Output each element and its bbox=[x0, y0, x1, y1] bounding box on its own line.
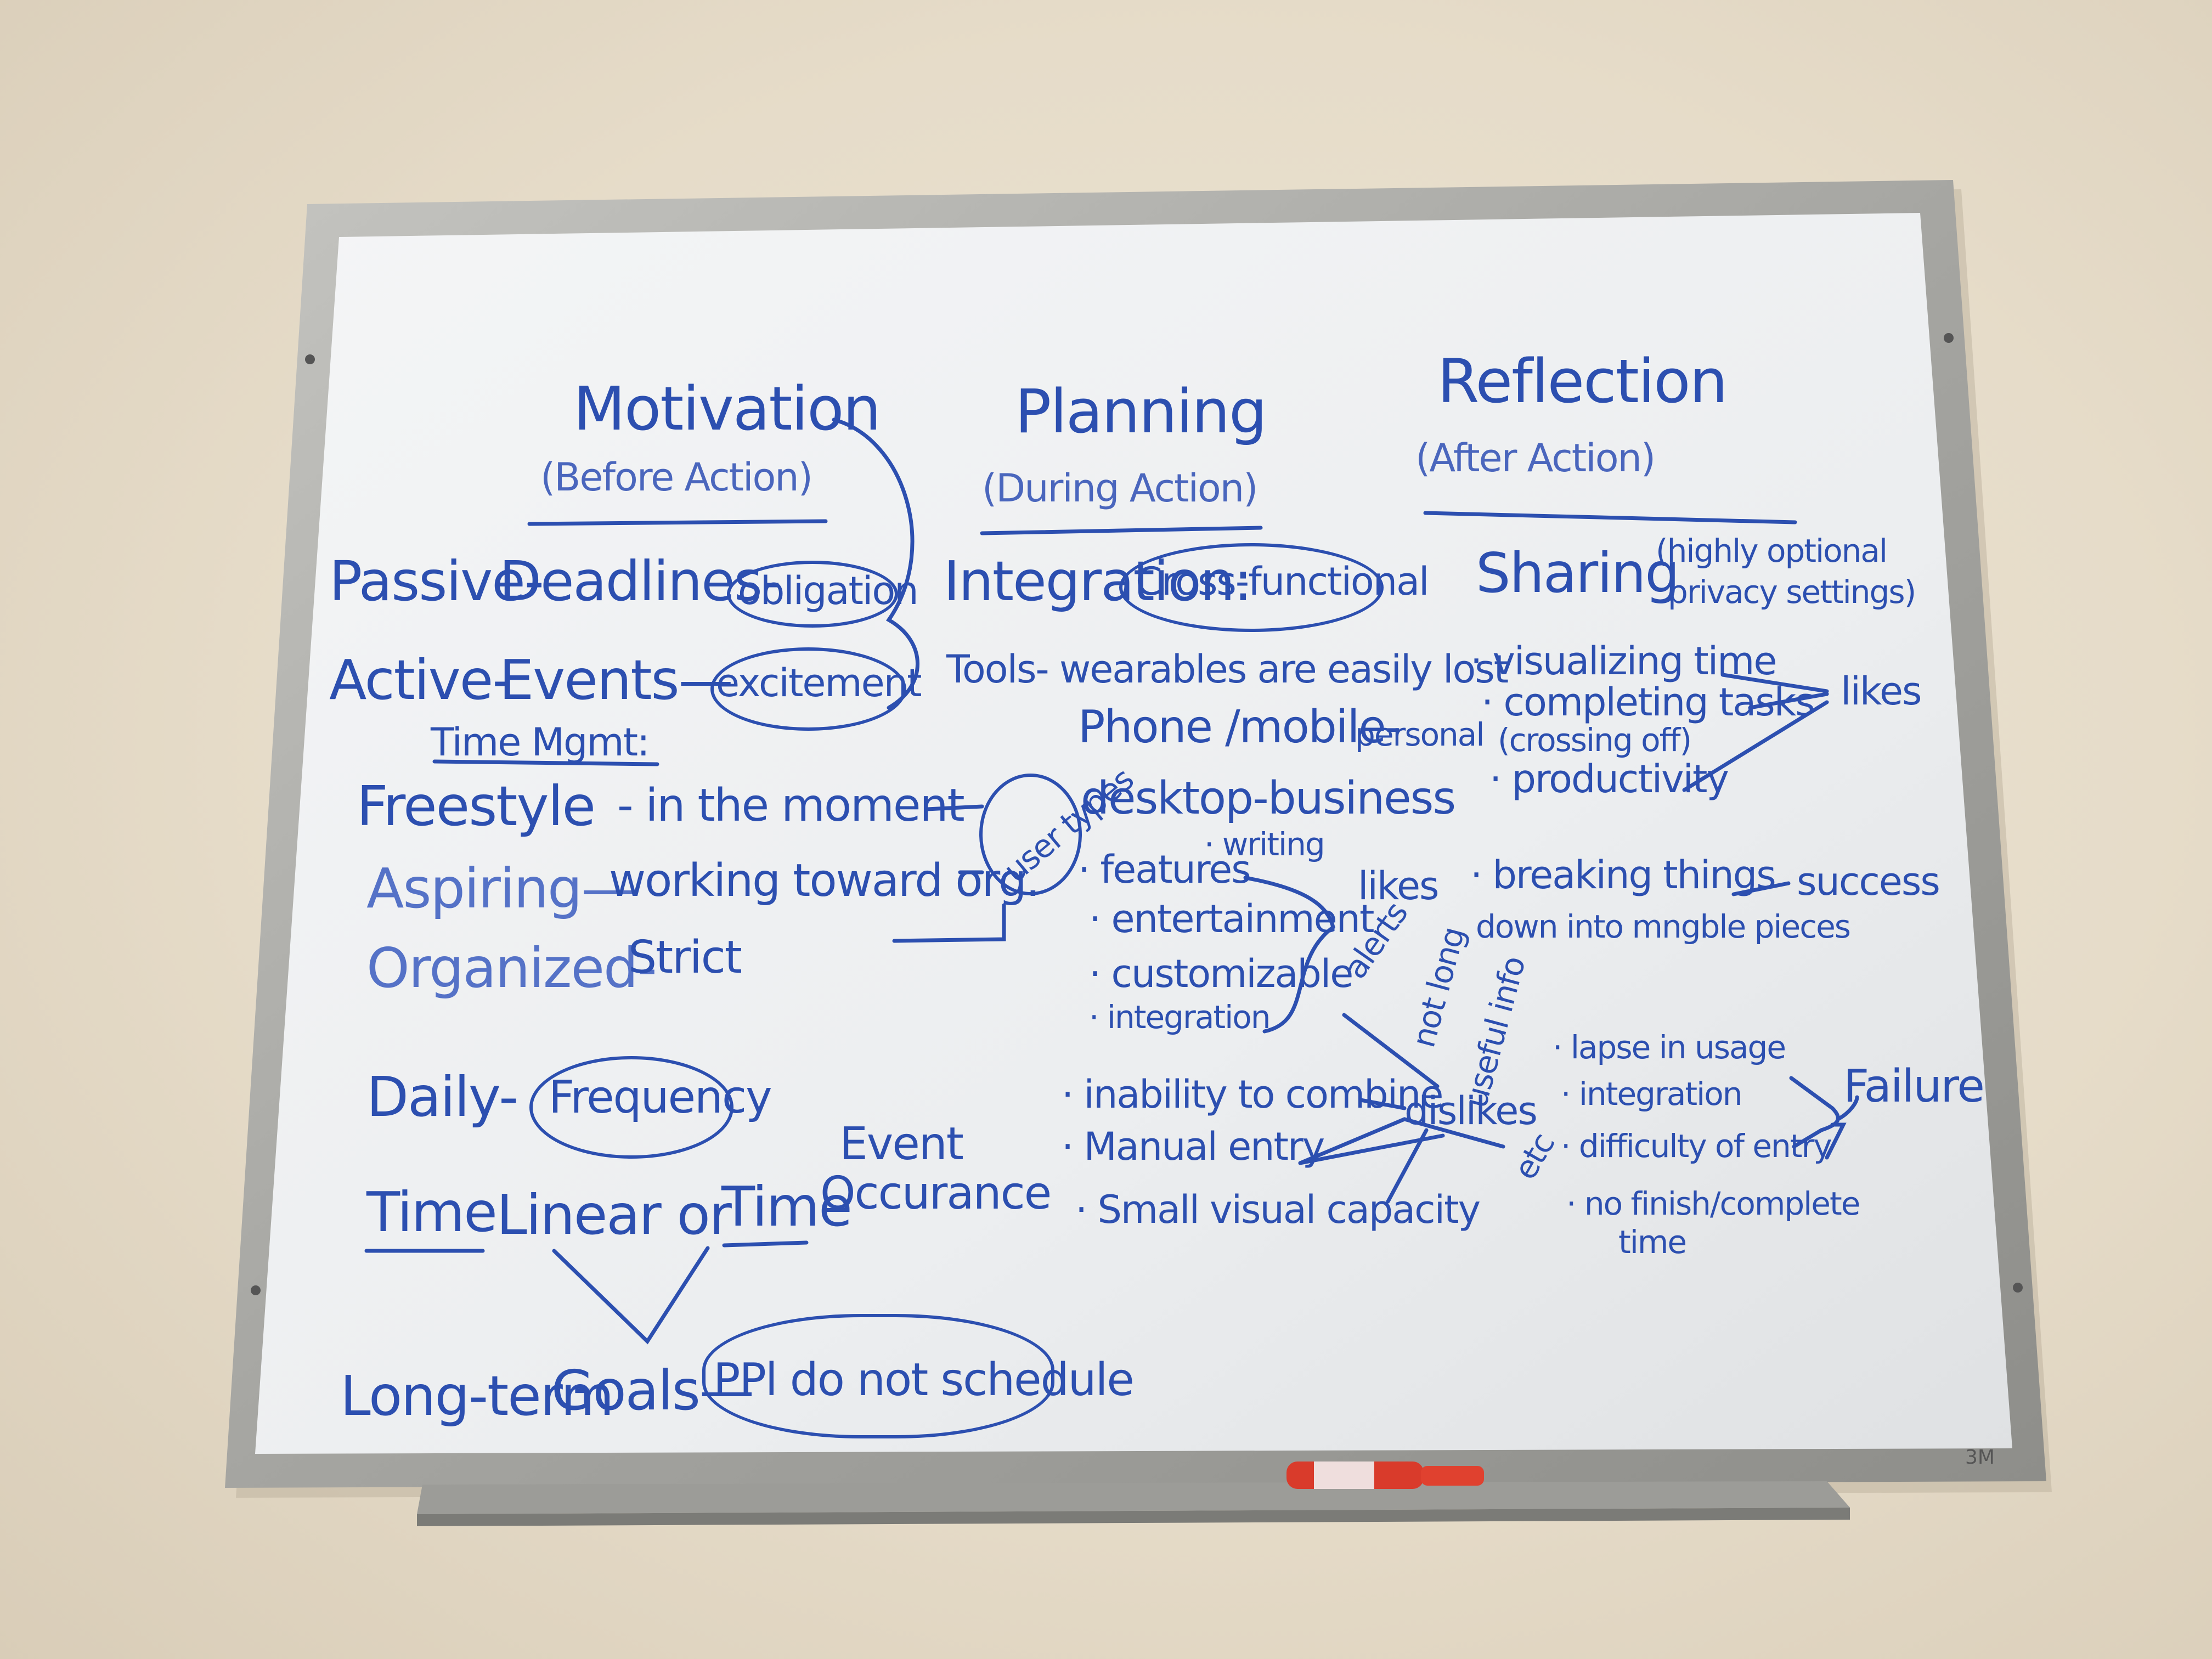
subheading-reflection: (After Action) bbox=[1415, 436, 1656, 481]
label-planning-likes: likes bbox=[1358, 864, 1439, 909]
label-breaking-2: down into mngble pieces bbox=[1476, 908, 1851, 945]
label-success: success bbox=[1797, 859, 1940, 904]
label-reflection-integration: · integration bbox=[1561, 1075, 1742, 1113]
label-freestyle: Freestyle bbox=[357, 774, 596, 838]
label-no-finish-1: · no finish/complete bbox=[1566, 1185, 1860, 1222]
label-reflection-likes: likes bbox=[1841, 669, 1922, 714]
label-time-mgmt: Time Mgmt: bbox=[431, 720, 650, 765]
marker-tray bbox=[417, 1481, 1850, 1514]
label-aspiring: Aspiring— bbox=[366, 856, 636, 921]
label-active: Active- bbox=[329, 648, 512, 712]
label-excitement: excitement bbox=[716, 661, 922, 706]
label-lapse: · lapse in usage bbox=[1553, 1029, 1786, 1066]
heading-motivation: Motivation bbox=[573, 374, 881, 444]
oval-cross-functional bbox=[1119, 543, 1384, 632]
label-crossing: (crossing off) bbox=[1498, 721, 1692, 759]
label-time-2: Time bbox=[721, 1175, 853, 1239]
label-features: · features bbox=[1078, 847, 1251, 892]
red-marker[interactable] bbox=[1286, 1462, 1484, 1489]
label-sharing-note-2: privacy settings) bbox=[1668, 573, 1916, 611]
label-tools: Tools- wearables are easily lost bbox=[946, 647, 1509, 692]
label-completing: · completing tasks bbox=[1481, 680, 1815, 725]
label-freestyle-desc: - in the moment bbox=[617, 780, 965, 832]
heading-planning: Planning bbox=[1015, 376, 1267, 447]
oval-obligation bbox=[727, 561, 898, 628]
label-passive: Passive- bbox=[329, 549, 544, 613]
frame-screw bbox=[251, 1285, 261, 1295]
label-ppl: PPl do not schedule bbox=[713, 1354, 1135, 1406]
label-sharing: Sharing bbox=[1476, 541, 1680, 605]
label-organized-desc: Strict bbox=[628, 932, 742, 984]
label-long-term: Long-term bbox=[340, 1364, 614, 1428]
oval-frequency bbox=[529, 1056, 733, 1159]
frame-screw bbox=[1944, 333, 1954, 343]
label-manual: · Manual entry bbox=[1062, 1124, 1325, 1169]
oval-ppl bbox=[702, 1314, 1054, 1438]
label-failure: Failure bbox=[1843, 1060, 1985, 1113]
label-cross-functional: Cross-functional bbox=[1136, 559, 1429, 604]
label-events: Events— bbox=[499, 648, 733, 712]
label-difficulty: · difficulty of entry bbox=[1561, 1127, 1832, 1165]
label-time-1: Time bbox=[366, 1180, 498, 1244]
label-obligation: obligation bbox=[738, 568, 919, 613]
label-breaking-1: · breaking things bbox=[1470, 853, 1776, 898]
heading-reflection: Reflection bbox=[1437, 346, 1728, 416]
label-aspiring-desc: working toward org. bbox=[609, 855, 1040, 907]
subheading-motivation: (Before Action) bbox=[540, 455, 813, 500]
label-sharing-note-1: (highly optional bbox=[1656, 532, 1888, 569]
label-frequency: Frequency bbox=[549, 1071, 772, 1124]
label-event: Event bbox=[839, 1118, 964, 1170]
label-personal: personal bbox=[1355, 716, 1485, 753]
label-linear-or: Linear or bbox=[496, 1183, 732, 1247]
label-integration-2: · integration bbox=[1089, 998, 1271, 1036]
label-entertainment: · entertainment bbox=[1089, 896, 1374, 941]
label-inability: · inability to combine bbox=[1062, 1072, 1443, 1117]
oval-user-types bbox=[979, 774, 1082, 895]
label-visualizing: · visualizing time bbox=[1470, 639, 1777, 684]
label-small-visual: · Small visual capacity bbox=[1075, 1187, 1481, 1232]
subheading-planning: (During Action) bbox=[982, 466, 1258, 511]
label-phone: Phone /mobile- bbox=[1078, 701, 1401, 753]
label-occurance: Occurance bbox=[820, 1167, 1052, 1220]
label-customizable: · customizable bbox=[1089, 951, 1353, 996]
label-desktop: desktop-business bbox=[1081, 772, 1456, 825]
label-writing: · writing bbox=[1204, 826, 1325, 863]
frame-screw bbox=[305, 354, 315, 364]
frame-screw bbox=[2013, 1283, 2023, 1293]
label-organized: Organized- bbox=[366, 936, 657, 1000]
label-dislikes: dislikes bbox=[1404, 1088, 1538, 1133]
label-productivity: · productivity bbox=[1489, 757, 1729, 802]
brand-logo: 3M bbox=[1965, 1446, 1995, 1469]
oval-excitement bbox=[710, 647, 906, 731]
label-daily: Daily- bbox=[366, 1065, 518, 1129]
label-no-finish-2: time bbox=[1618, 1223, 1687, 1261]
